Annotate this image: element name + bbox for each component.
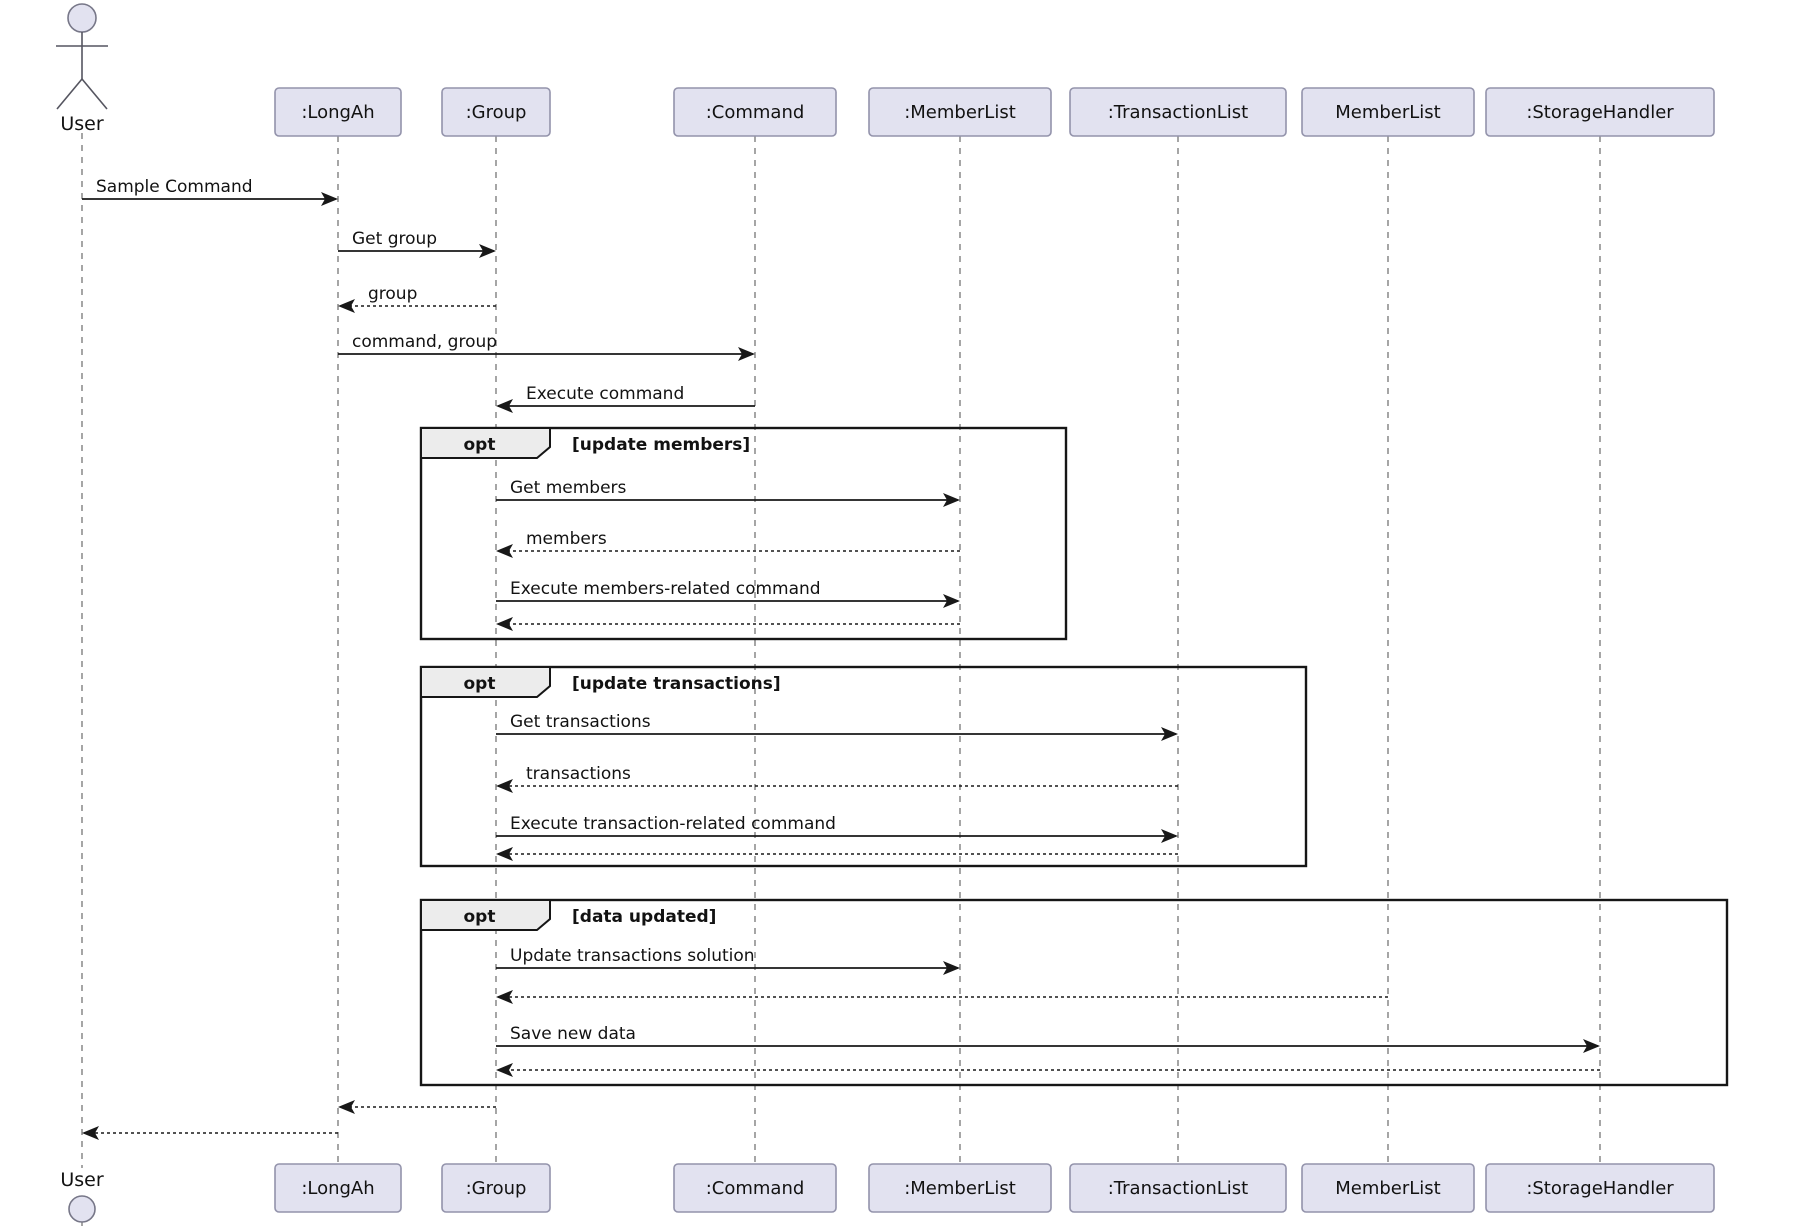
message-return-arrowhead [338, 1100, 355, 1114]
message-command-group-label: command, group [352, 332, 497, 352]
participant-box-memberlist-top [868, 87, 1052, 137]
participant-label-transactionlist-bottom: :TransactionList [1108, 1178, 1249, 1199]
actor-label-top: User [60, 113, 103, 135]
message-command-group-arrowhead [738, 347, 755, 361]
message-execute-command-label: Execute command [526, 384, 684, 404]
message-sample-command-arrowhead [321, 192, 338, 206]
participant-box-longah-bottom [274, 1163, 402, 1213]
participant-label-storagehandler-bottom: :StorageHandler [1526, 1178, 1674, 1199]
actor-leg-left-top [56, 78, 83, 110]
message-get-group-arrowhead [479, 244, 496, 258]
participant-label-longah-bottom: :LongAh [301, 1178, 374, 1199]
message-update-transactions-solution-label: Update transactions solution [510, 946, 755, 966]
opt-tab-1 [420, 427, 551, 459]
opt-operator-label: opt [464, 907, 496, 927]
participant-box-memberlist-bottom [868, 1163, 1052, 1213]
message-execute-transaction-related-command-arrowhead [1161, 829, 1178, 843]
participant-box-group-bottom [441, 1163, 551, 1213]
message-get-transactions-label: Get transactions [510, 712, 651, 732]
participant-box-storagehandler-top [1485, 87, 1715, 137]
participant-label-command-bottom: :Command [706, 1178, 805, 1199]
opt-guard-label: [update transactions] [572, 674, 781, 694]
participant-box-transactionlist-bottom [1069, 1163, 1287, 1213]
message-get-transactions-arrowhead [1161, 727, 1178, 741]
opt-tab-2 [420, 666, 551, 698]
opt-guard-label: [update members] [572, 435, 750, 455]
participant-label-transactionlist-top: :TransactionList [1108, 102, 1249, 123]
message-transactions-arrowhead [496, 779, 513, 793]
participant-box-command-bottom [673, 1163, 837, 1213]
message-execute-members-related-command-label: Execute members-related command [510, 579, 821, 599]
participant-label-group-bottom: :Group [466, 1178, 527, 1199]
message-update-transactions-solution-arrowhead [943, 961, 960, 975]
participant-box-command-top [673, 87, 837, 137]
message-get-group-label: Get group [352, 229, 437, 249]
opt-operator-label: opt [464, 674, 496, 694]
message-members-arrowhead [496, 544, 513, 558]
message-save-new-data-label: Save new data [510, 1024, 636, 1044]
opt-tab-3 [420, 899, 551, 931]
opt-frame-3 [419, 898, 1729, 1087]
message-return-arrowhead [496, 617, 513, 631]
actor-head-top [67, 3, 97, 33]
participant-box-transactionlist-top [1069, 87, 1287, 137]
participant-label-storagehandler-top: :StorageHandler [1526, 102, 1674, 123]
participant-box-memberlist2-top [1301, 87, 1475, 137]
message-members-label: members [526, 529, 607, 549]
message-return-arrowhead [82, 1126, 99, 1140]
participant-label-group-top: :Group [466, 102, 527, 123]
participant-label-memberlist2-bottom: MemberList [1335, 1178, 1441, 1199]
participant-label-memberlist-bottom: :MemberList [904, 1178, 1016, 1199]
message-save-new-data-arrowhead [1583, 1039, 1600, 1053]
opt-frame-2 [419, 665, 1308, 868]
participant-box-group-top [441, 87, 551, 137]
participant-box-storagehandler-bottom [1485, 1163, 1715, 1213]
actor-leg-right-top [81, 78, 108, 110]
participant-label-longah-top: :LongAh [301, 102, 374, 123]
message-transactions-label: transactions [526, 764, 631, 784]
actor-head-bottom [68, 1195, 96, 1223]
message-return-arrowhead [496, 847, 513, 861]
message-return-arrowhead [496, 990, 513, 1004]
actor-label-bottom: User [60, 1169, 103, 1191]
participant-label-command-top: :Command [706, 102, 805, 123]
message-group-label: group [368, 284, 417, 304]
message-return-arrowhead [496, 1063, 513, 1077]
message-execute-members-related-command-arrowhead [943, 594, 960, 608]
message-execute-transaction-related-command-label: Execute transaction-related command [510, 814, 836, 834]
participant-label-memberlist2-top: MemberList [1335, 102, 1441, 123]
opt-frame-1 [419, 426, 1068, 641]
message-sample-command-label: Sample Command [96, 177, 253, 197]
message-group-arrowhead [338, 299, 355, 313]
message-get-members-arrowhead [943, 493, 960, 507]
message-get-members-label: Get members [510, 478, 627, 498]
opt-operator-label: opt [464, 435, 496, 455]
participant-label-memberlist-top: :MemberList [904, 102, 1016, 123]
message-execute-command-arrowhead [496, 399, 513, 413]
opt-guard-label: [data updated] [572, 907, 716, 927]
participant-box-memberlist2-bottom [1301, 1163, 1475, 1213]
participant-box-longah-top [274, 87, 402, 137]
